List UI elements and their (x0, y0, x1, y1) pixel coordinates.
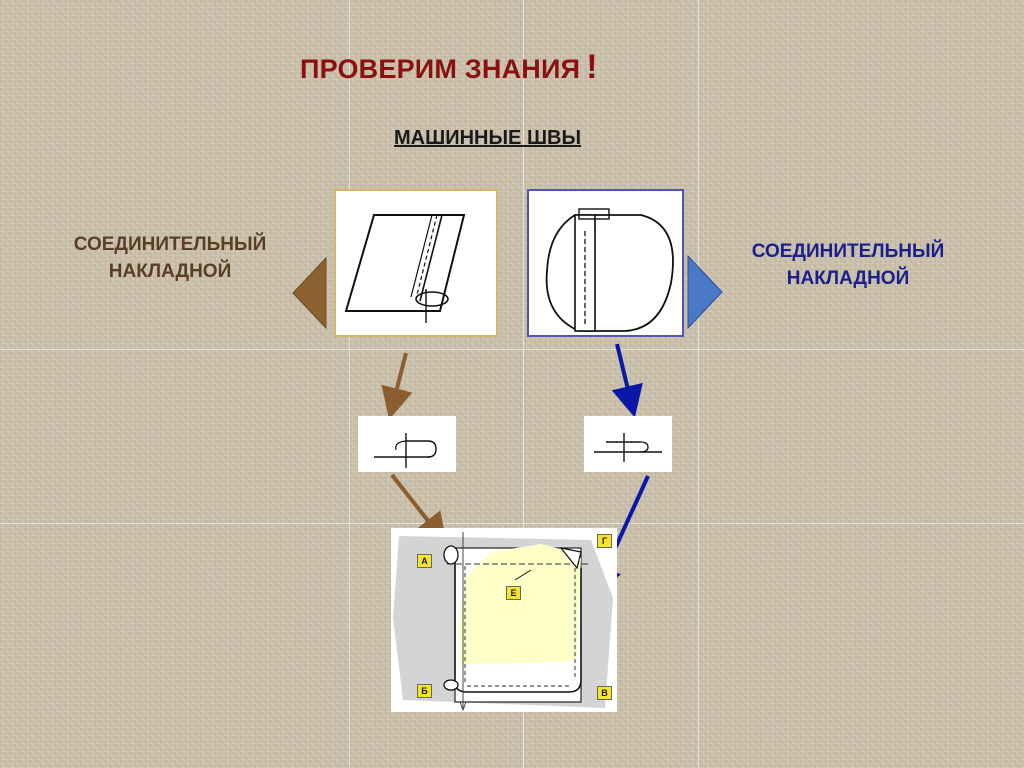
left-arrow-to-diagram (390, 473, 448, 546)
right-symbol-drawing (594, 433, 662, 462)
title-exclamation: ! (586, 48, 598, 86)
right-seam-image[interactable] (527, 189, 684, 337)
grid-line (0, 349, 1024, 350)
left-arrow-to-symbol (381, 352, 413, 420)
page-title: ПРОВЕРИМ ЗНАНИЯ! (300, 48, 700, 87)
grid-line (0, 523, 1024, 524)
right-seam-label[interactable]: СОЕДИНИТЕЛЬНЫЙ НАКЛАДНОЙ (712, 238, 984, 292)
right-label-line2: НАКЛАДНОЙ (786, 268, 910, 289)
grid-line (349, 0, 350, 768)
diagram-label-v: В (597, 686, 612, 700)
pocket-drawing (393, 532, 613, 712)
right-seam-symbol[interactable] (584, 416, 672, 472)
pocket-diagram[interactable]: А Б В Г Е (391, 528, 617, 712)
diagram-label-a: А (417, 554, 432, 568)
left-seam-symbol[interactable] (358, 416, 456, 472)
left-seam-label[interactable]: СОЕДИНИТЕЛЬНЫЙ НАКЛАДНОЙ (34, 231, 306, 285)
grid-line (523, 0, 524, 768)
page-subtitle: МАШИННЫЕ ШВЫ (394, 127, 582, 149)
title-text: ПРОВЕРИМ ЗНАНИЯ (300, 54, 581, 84)
diagram-label-e: Е (506, 586, 521, 600)
left-seam-image[interactable] (334, 189, 498, 337)
left-label-line2: НАКЛАДНОЙ (108, 261, 232, 282)
left-pointer-triangle (292, 256, 327, 330)
right-label-line1: СОЕДИНИТЕЛЬНЫЙ (751, 241, 945, 262)
left-seam-drawing (344, 214, 466, 323)
right-seam-drawing (545, 208, 674, 332)
grid-line (698, 0, 699, 768)
diagram-label-g: Г (597, 534, 612, 548)
diagram-label-b: Б (417, 684, 432, 698)
left-symbol-drawing (374, 433, 437, 468)
right-arrow-to-symbol (611, 343, 643, 418)
left-label-line1: СОЕДИНИТЕЛЬНЫЙ (73, 234, 267, 255)
right-pointer-triangle (687, 254, 723, 330)
